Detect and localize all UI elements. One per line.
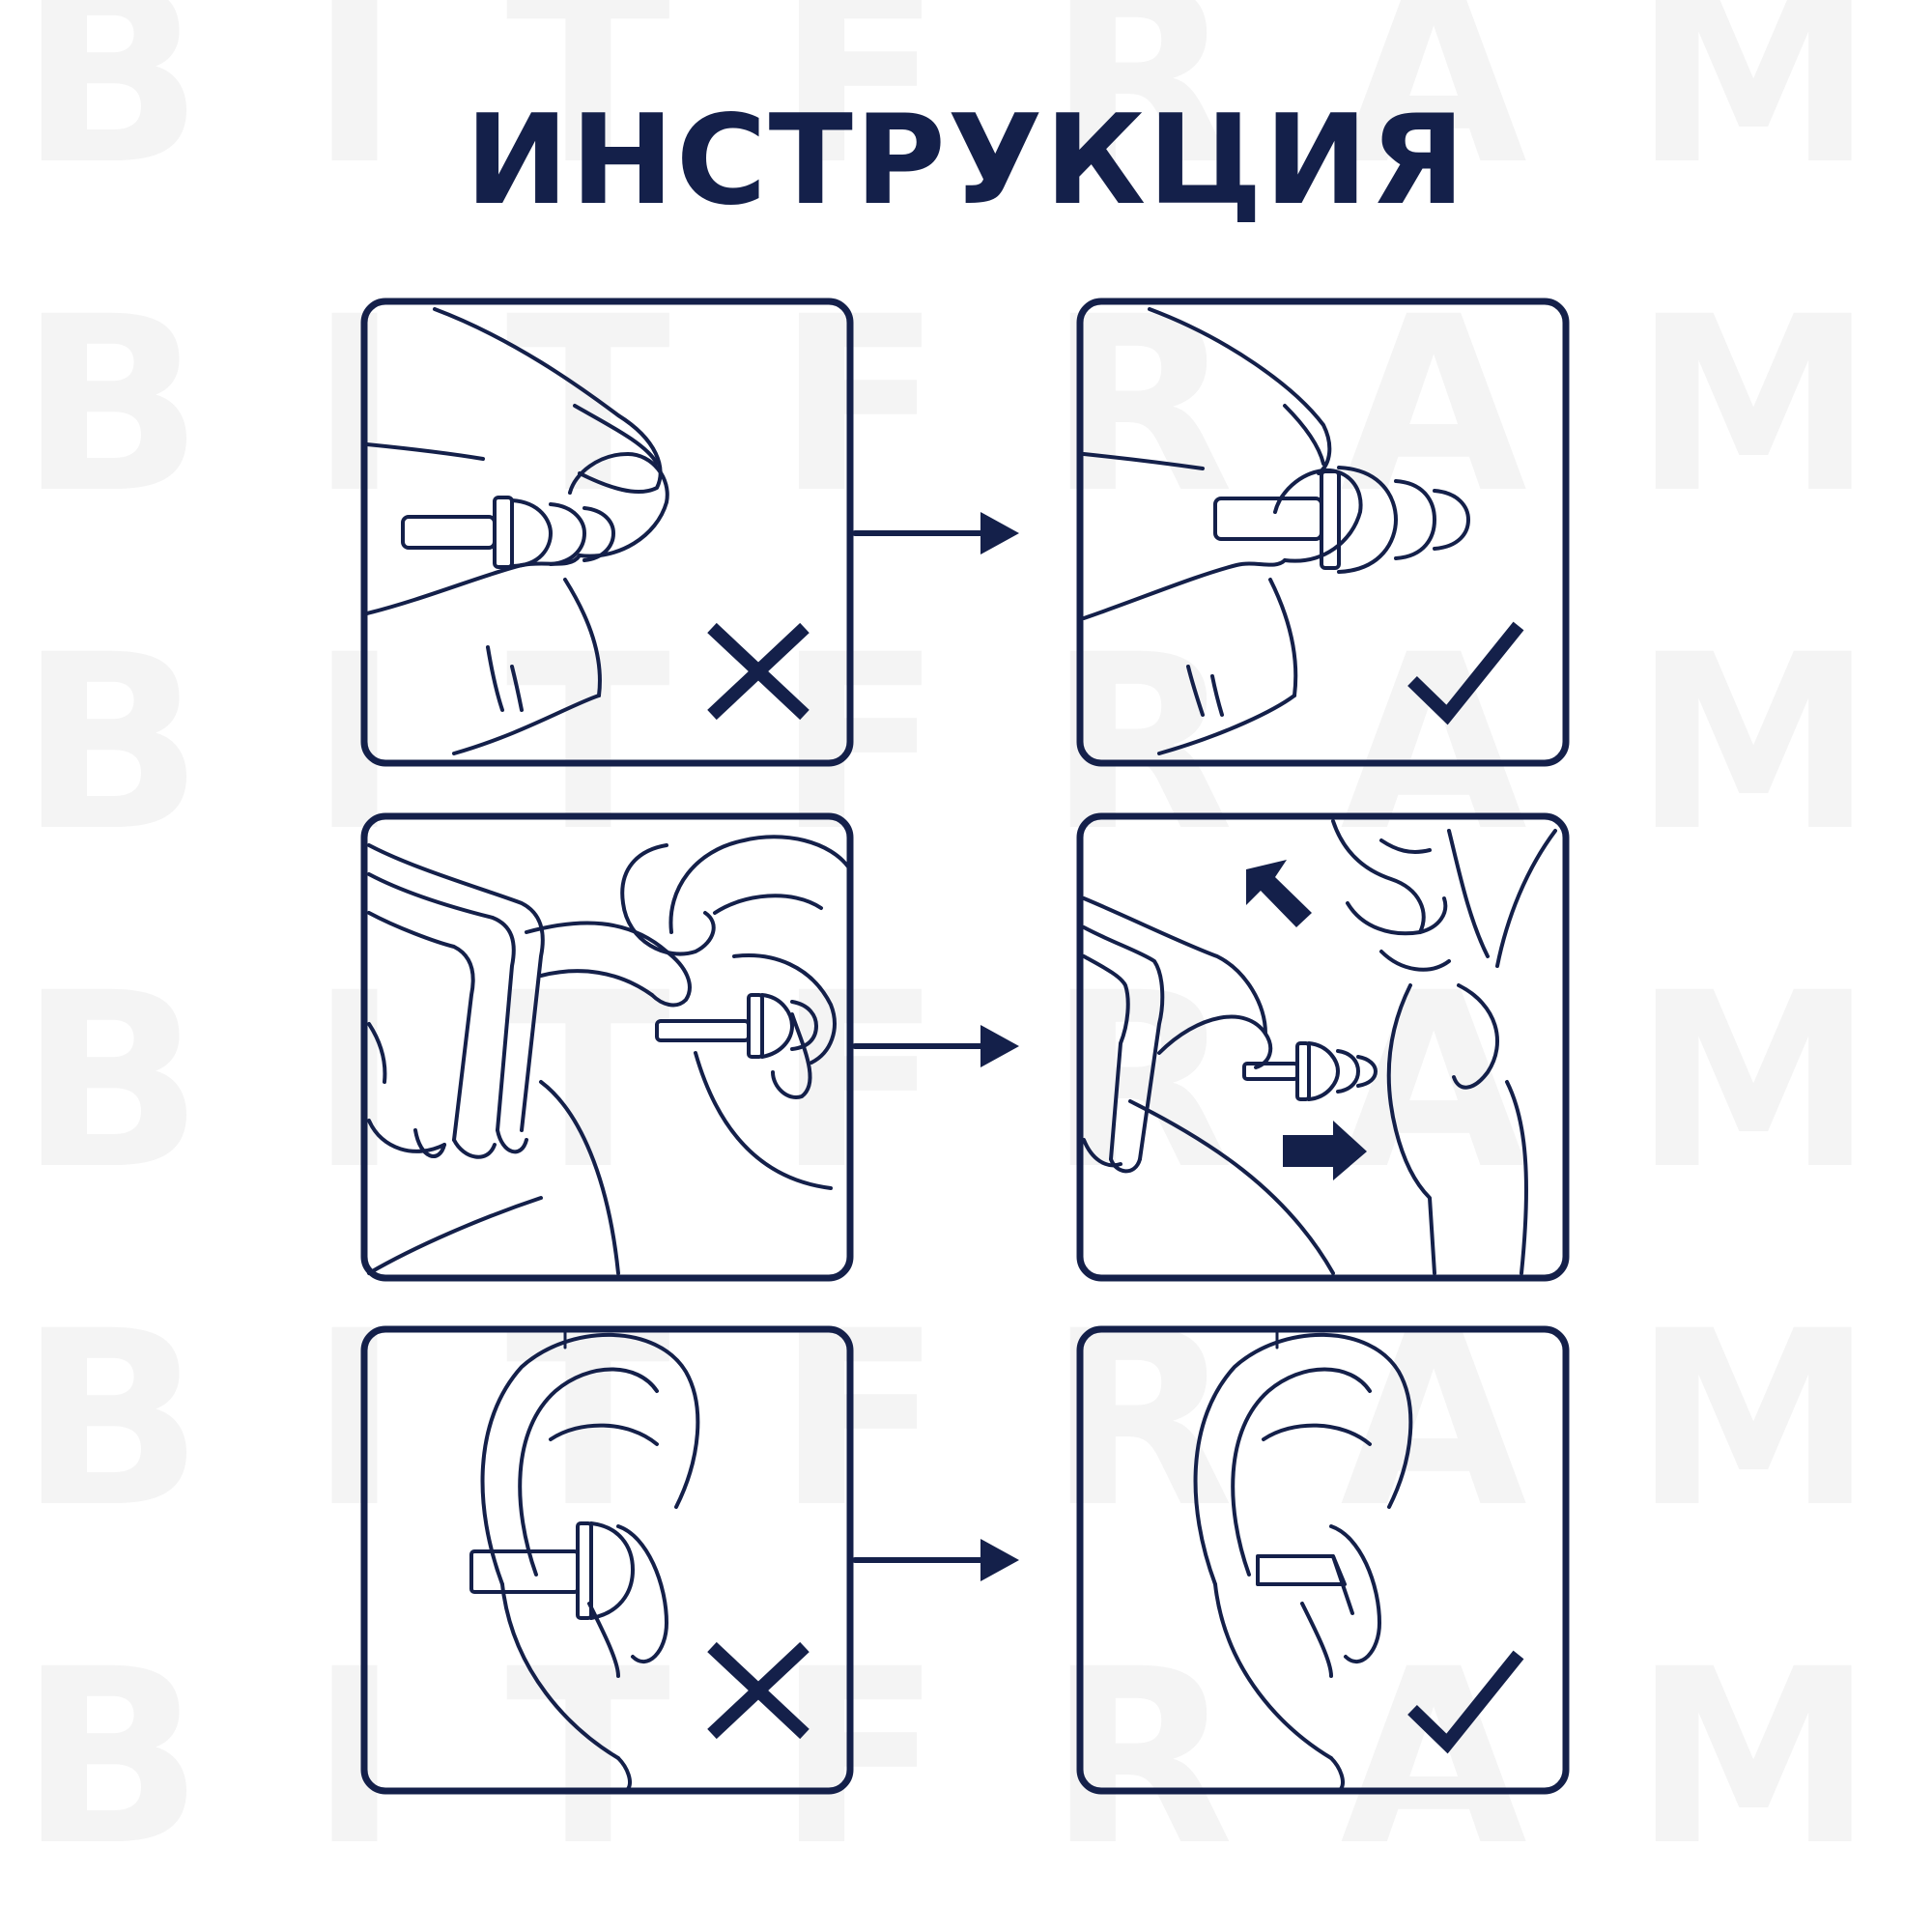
earplug-in-hand	[655, 993, 818, 1059]
hand-reaching-illustration	[367, 843, 692, 1275]
cross-icon	[707, 1641, 810, 1740]
panel-2-pull-ear	[1076, 812, 1570, 1282]
earplug-uncompressed	[1213, 466, 1470, 574]
ear-illustration	[620, 835, 852, 1190]
page-title: ИНСТРУКЦИЯ	[465, 89, 1467, 233]
ear-illustration	[480, 1332, 700, 1791]
earplug-inserted	[1256, 1554, 1354, 1615]
panel-3-wrong-placement	[360, 1325, 854, 1795]
next-step-arrow	[852, 512, 1019, 554]
hand-illustration	[1082, 307, 1363, 755]
earplug-not-inserted	[469, 1521, 635, 1620]
direction-arrows-icon	[1246, 860, 1367, 1180]
hand-reaching-illustration	[1082, 896, 1335, 1275]
hand-illustration	[365, 307, 669, 755]
panel-2-inserting	[360, 812, 854, 1282]
check-icon	[1407, 621, 1524, 725]
next-step-arrow	[852, 1539, 1019, 1581]
earplug-in-hand	[1242, 1041, 1378, 1101]
earplug-compressed	[401, 496, 615, 569]
panel-3-correct-placement	[1076, 1325, 1570, 1795]
check-icon	[1407, 1650, 1524, 1754]
cross-icon	[707, 622, 810, 721]
panel-1-correct-grip	[1076, 298, 1570, 767]
hand-pulling-ear-illustration	[1331, 819, 1557, 1275]
next-step-arrow	[852, 1025, 1019, 1067]
panel-1-wrong-grip	[360, 298, 854, 767]
ear-illustration	[1193, 1332, 1413, 1791]
